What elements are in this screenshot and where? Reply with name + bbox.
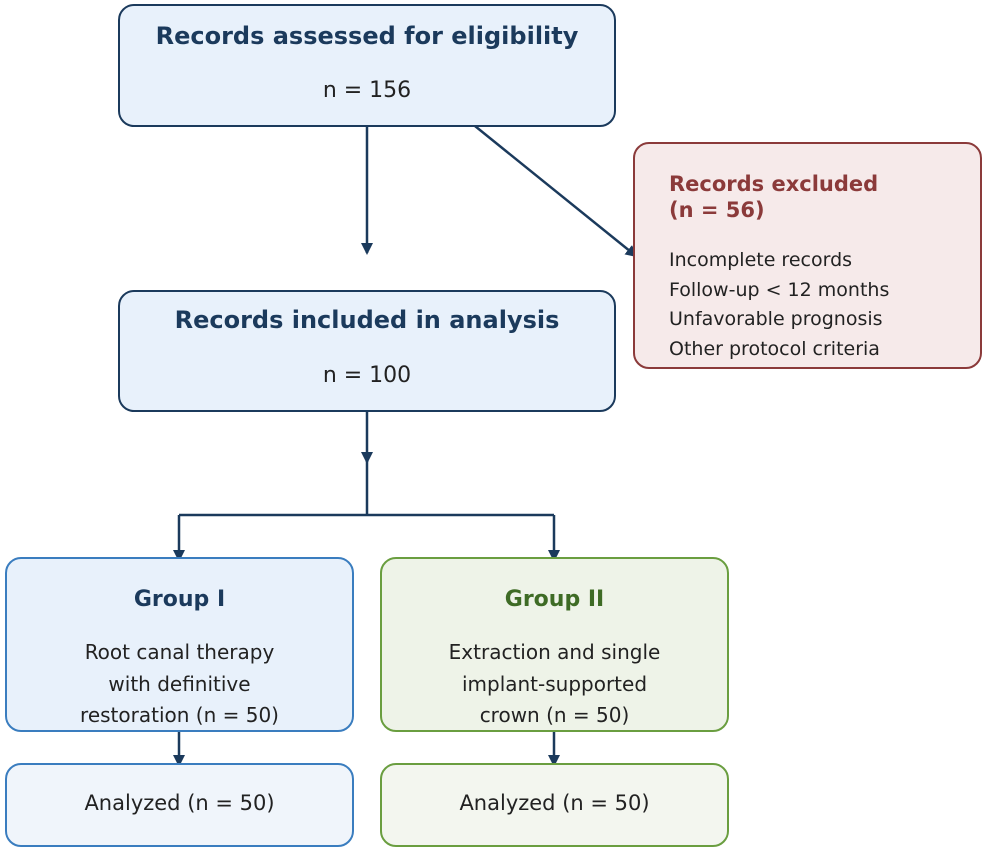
group-1-title: Group I — [133, 587, 226, 612]
arrow-assessed-to-excluded — [469, 121, 638, 258]
group-2-analyzed-box: Analyzed (n = 50) — [380, 763, 729, 847]
group-1-analyzed-box: Analyzed (n = 50) — [5, 763, 354, 847]
exclusion-reason: Follow-up < 12 months — [669, 278, 890, 301]
group-1-description: Root canal therapy with definitive resto… — [80, 640, 279, 727]
group-2-box: Group II Extraction and single implant-s… — [380, 557, 729, 732]
group-2-description: Extraction and single implant-supported … — [448, 640, 661, 727]
exclusion-reason: Incomplete records — [669, 249, 853, 271]
assessed-title: Records assessed for eligibility — [155, 22, 579, 50]
assessed-count: n = 156 — [322, 78, 412, 103]
excluded-title: Records excluded (n = 56) — [669, 172, 879, 222]
group-1-box: Group I Root canal therapy with definiti… — [5, 557, 354, 732]
assessed-box: Records assessed for eligibility n = 156 — [118, 4, 616, 127]
excluded-box: Records excluded (n = 56) Incomplete rec… — [633, 142, 982, 369]
included-count: n = 100 — [322, 363, 412, 388]
exclusion-reasons-list: Incomplete records Follow-up < 12 months… — [669, 246, 889, 364]
group-2-title: Group II — [504, 587, 605, 612]
exclusion-reason: Other protocol criteria — [669, 337, 880, 360]
included-title: Records included in analysis — [174, 306, 560, 334]
included-box: Records included in analysis n = 100 — [118, 290, 616, 412]
exclusion-reason: Unfavorable prognosis — [669, 308, 883, 330]
group-1-analyzed-label: Analyzed (n = 50) — [84, 791, 275, 815]
split-connector — [179, 460, 554, 517]
group-2-analyzed-label: Analyzed (n = 50) — [459, 791, 650, 815]
